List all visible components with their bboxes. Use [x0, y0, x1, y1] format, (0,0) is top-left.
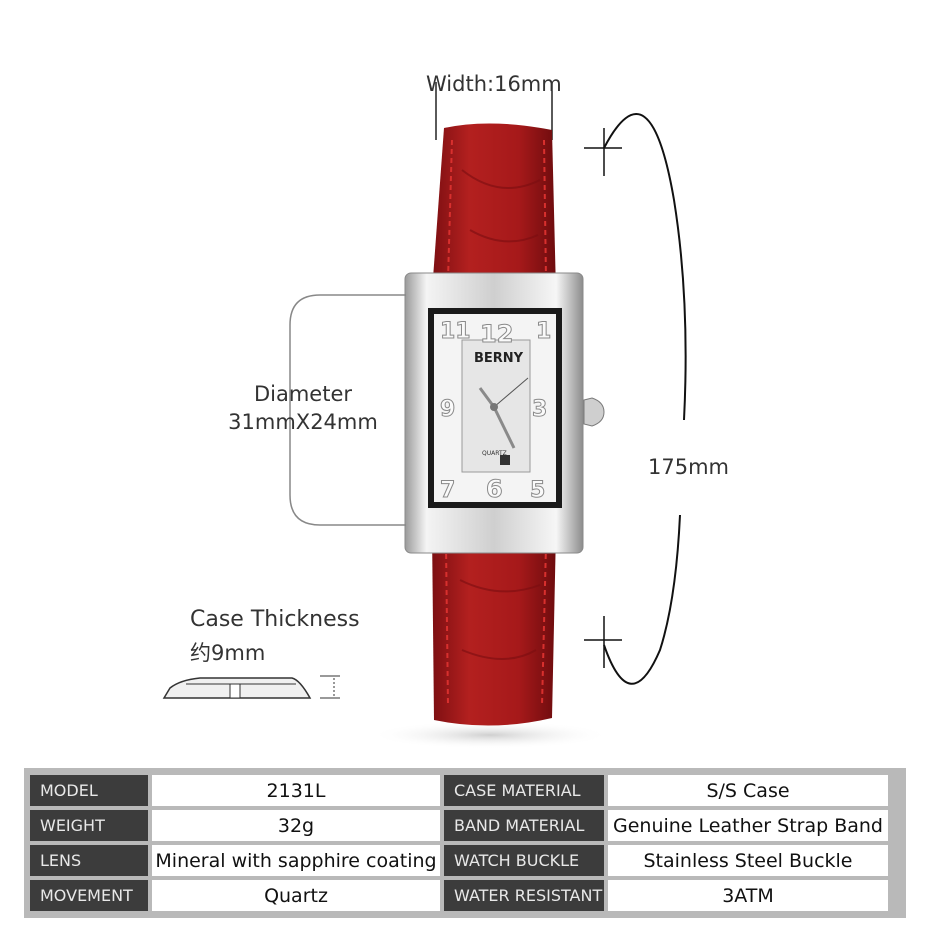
- length-label: 175mm: [648, 455, 729, 479]
- spec-key: WATER RESISTANT: [444, 880, 604, 911]
- lower-strap: [432, 530, 556, 726]
- diameter-title: Diameter: [253, 382, 353, 406]
- spec-value: Quartz: [152, 880, 440, 911]
- numeral-1: 1: [536, 319, 551, 344]
- diameter-value: 31mmX24mm: [228, 410, 378, 434]
- spec-row-movement: MOVEMENT Quartz WATER RESISTANT 3ATM: [28, 878, 902, 913]
- numeral-3: 3: [532, 397, 547, 422]
- numeral-7: 7: [440, 478, 455, 503]
- numeral-6: 6: [486, 475, 503, 503]
- spec-key: WATCH BUCKLE: [444, 845, 604, 876]
- brand-logo: BERNY: [474, 351, 524, 366]
- width-label: Width:16mm: [426, 72, 562, 96]
- spec-key: CASE MATERIAL: [444, 775, 604, 806]
- spec-value: 2131L: [152, 775, 440, 806]
- spec-value: Stainless Steel Buckle: [608, 845, 888, 876]
- numeral-12: 12: [480, 320, 513, 348]
- spec-value: 3ATM: [608, 880, 888, 911]
- spec-key: WEIGHT: [30, 810, 148, 841]
- upper-strap: [432, 123, 556, 292]
- length-arc: [584, 113, 687, 685]
- spec-value: Mineral with sapphire coating: [152, 845, 440, 876]
- spec-row-lens: LENS Mineral with sapphire coating WATCH…: [28, 843, 902, 878]
- spec-key: BAND MATERIAL: [444, 810, 604, 841]
- spec-key: MODEL: [30, 775, 148, 806]
- watch-case: [404, 272, 605, 554]
- dial-numerals: 11 12 1 9 3 7 6 5: [440, 319, 552, 504]
- drop-shadow: [370, 721, 610, 749]
- thickness-value: 约9mm: [190, 641, 266, 665]
- diameter-label: Diameter 31mmX24mm: [218, 380, 388, 436]
- case-thickness-diagram: [162, 675, 340, 699]
- numeral-11: 11: [440, 319, 471, 344]
- spec-value: 32g: [152, 810, 440, 841]
- diameter-bracket: [289, 294, 406, 526]
- thickness-title: Case Thickness: [190, 607, 360, 632]
- spec-key: LENS: [30, 845, 148, 876]
- spec-row-model: MODEL 2131L CASE MATERIAL S/S Case: [28, 773, 902, 808]
- numeral-5: 5: [530, 478, 545, 503]
- spec-row-weight: WEIGHT 32g BAND MATERIAL Genuine Leather…: [28, 808, 902, 843]
- spec-value: S/S Case: [608, 775, 888, 806]
- spec-key: MOVEMENT: [30, 880, 148, 911]
- product-illustration: 11 12 1 9 3 7 6 5 BERNY QUARTZ: [162, 82, 687, 749]
- spec-table: MODEL 2131L CASE MATERIAL S/S Case WEIGH…: [24, 768, 906, 918]
- movement-text: QUARTZ: [482, 450, 507, 457]
- spec-value: Genuine Leather Strap Band: [608, 810, 888, 841]
- numeral-9: 9: [440, 397, 455, 422]
